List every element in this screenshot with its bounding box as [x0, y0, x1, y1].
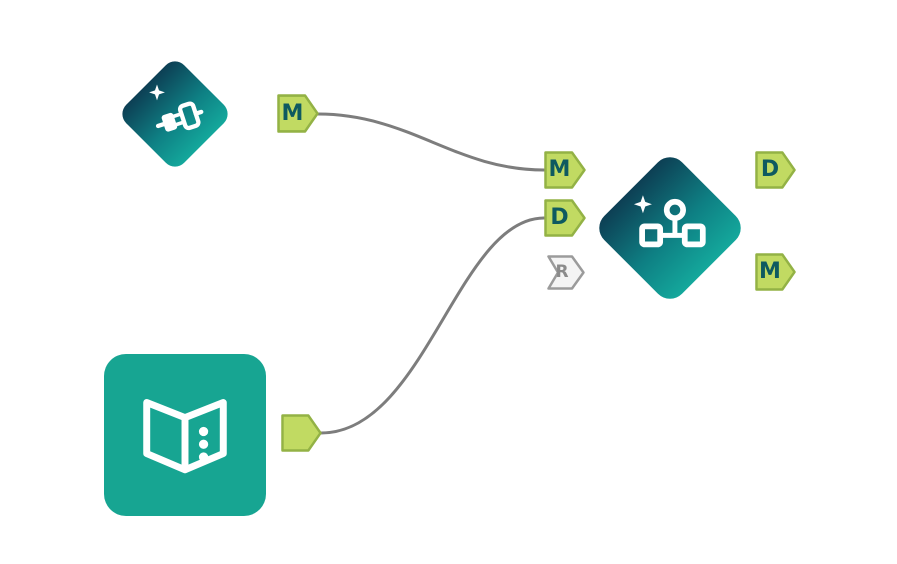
sparkle-icon — [149, 84, 165, 101]
tool-icon-wrap — [134, 73, 216, 155]
anchor-pentagon — [755, 253, 796, 291]
open-book-icon — [143, 399, 227, 474]
anchor-shape — [547, 255, 585, 290]
anchor-pentagon — [755, 151, 796, 189]
tool-node-connector[interactable] — [117, 56, 233, 172]
anchor-shape — [277, 94, 319, 133]
output-anchor-process-d[interactable]: D — [755, 151, 796, 189]
output-anchor-lookup[interactable] — [281, 414, 322, 452]
anchor-shape — [544, 199, 586, 237]
anchor-label: M — [759, 259, 781, 284]
anchor-label — [281, 414, 322, 452]
anchor-notched-pentagon — [547, 255, 585, 290]
output-anchor-connect-m[interactable]: M — [277, 94, 319, 133]
flowchart-process-icon — [633, 195, 706, 248]
tool-node-lookup[interactable] — [104, 354, 266, 516]
tool-icon-wrap — [615, 173, 725, 283]
tool-node-process[interactable] — [592, 150, 748, 306]
wire-lookup-to-d-input[interactable] — [319, 216, 546, 435]
anchor-pentagon — [544, 199, 586, 237]
anchor-label: R — [555, 262, 569, 282]
anchor-shape — [755, 151, 796, 189]
anchor-shape — [544, 151, 586, 189]
output-anchor-process-m[interactable]: M — [755, 253, 796, 291]
input-anchor-process-d[interactable]: D — [544, 199, 586, 237]
anchor-shape — [755, 253, 796, 291]
input-anchor-process-r[interactable]: R — [547, 255, 585, 290]
anchor-label: M — [281, 100, 304, 126]
anchor-pentagon — [277, 94, 319, 133]
anchor-label: D — [550, 205, 569, 230]
input-anchor-process-m[interactable]: M — [544, 151, 586, 189]
wire-connect-to-m-input[interactable] — [316, 112, 546, 172]
anchor-label: D — [760, 157, 780, 182]
anchor-pentagon — [544, 151, 586, 189]
sparkle-icon — [633, 195, 652, 214]
plug-connection-icon — [149, 84, 204, 132]
anchor-shape — [281, 414, 322, 452]
anchor-pentagon — [281, 414, 322, 452]
anchor-label: M — [548, 157, 571, 182]
